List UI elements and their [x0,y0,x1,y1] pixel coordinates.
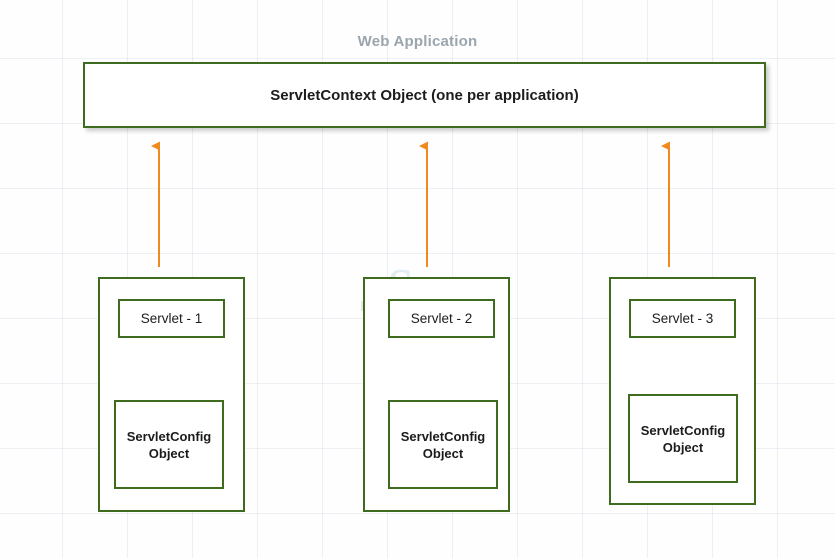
servlet-config-1-label-line1: ServletConfig [126,428,212,444]
servlet-context-label: ServletContext Object (one per applicati… [270,86,579,104]
servlet-1-box: Servlet - 1 [118,299,225,338]
servlet-config-3-label-line2: Object [662,439,704,455]
servlet-2-label: Servlet - 2 [410,311,473,326]
servlet-config-1-box: ServletConfig Object [114,400,224,489]
servlet-config-3-box: ServletConfig Object [628,394,738,483]
servlet-3-label: Servlet - 3 [651,311,714,326]
servlet-1-label: Servlet - 1 [140,311,203,326]
servlet-config-2-label-line1: ServletConfig [400,428,486,444]
servlet-3-box: Servlet - 3 [629,299,736,338]
diagram-title: Web Application [357,33,478,50]
servlet-context-box: ServletContext Object (one per applicati… [83,62,766,128]
servlet-config-3-label-line1: ServletConfig [640,422,726,438]
servlet-2-box: Servlet - 2 [388,299,495,338]
servlet-config-2-box: ServletConfig Object [388,400,498,489]
servlet-config-1-label-line2: Object [148,445,190,461]
servlet-config-2-label-line2: Object [422,445,464,461]
